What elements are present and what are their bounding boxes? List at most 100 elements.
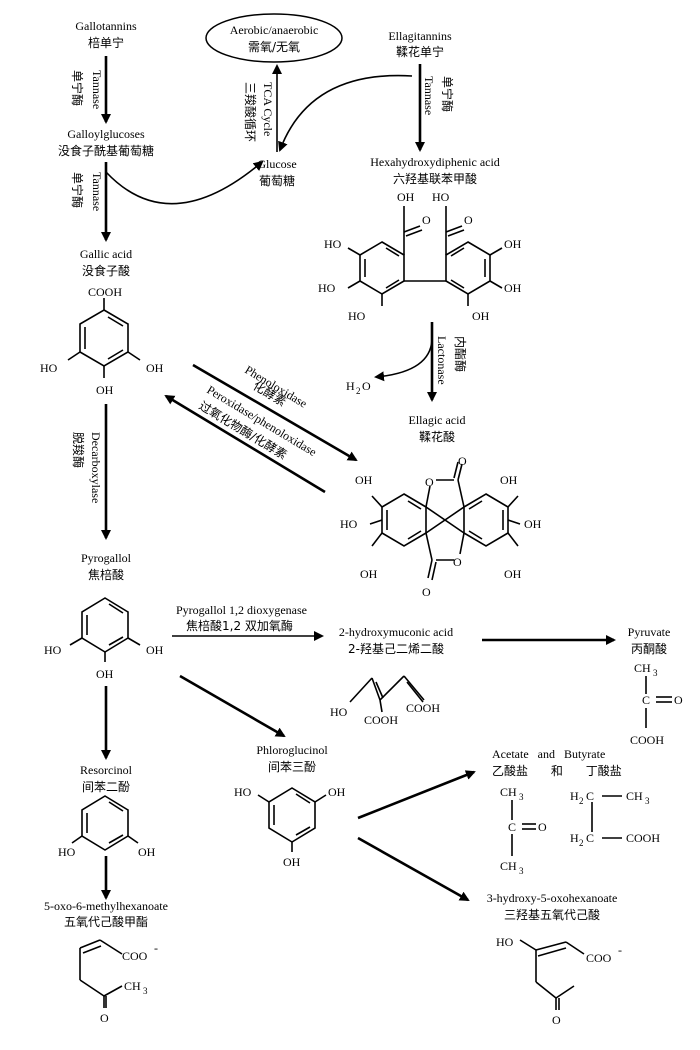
- gallic-cooh: COOH: [88, 285, 122, 299]
- tannase-label-2: Tannase: [90, 172, 104, 211]
- pyruvate-label: Pyruvate: [628, 625, 671, 639]
- muconic-ho: HO: [330, 705, 348, 719]
- ellagic-oh-right-2: OH: [524, 517, 542, 531]
- methylhexanoate-coo: COO: [122, 949, 148, 963]
- methylhexanoate-label-zh: 五氧代己酸甲酯: [64, 914, 148, 929]
- acetate-ch-bottom-sub: 3: [519, 866, 524, 876]
- glucose-label: Glucose: [257, 157, 296, 171]
- hydroxyoxohexanoate-label-zh: 三羟基五氧代己酸: [504, 907, 600, 922]
- hydroxyoxohexanoate-label: 3-hydroxy-5-oxohexanoate: [487, 891, 618, 905]
- pyrogallol-label: Pyrogallol: [81, 551, 132, 565]
- pyruvate-structure: [645, 676, 672, 728]
- svg-text:O: O: [362, 379, 371, 393]
- gallic-acid-structure: [67, 298, 141, 378]
- hhdp-ho-top-right: HO: [432, 190, 450, 204]
- methylhexanoate-structure: [79, 939, 123, 1008]
- gallotannins-label: Gallotannins: [75, 19, 137, 33]
- gallic-label: Gallic acid: [80, 247, 132, 261]
- methylhexanoate-ch: CH: [124, 979, 141, 993]
- tannase-label-3: Tannase: [422, 76, 436, 115]
- methylhexanoate-ch-sub: 3: [143, 986, 148, 996]
- muconic-cooh-1: COOH: [364, 713, 398, 727]
- resorcinol-label: Resorcinol: [80, 763, 133, 777]
- muconic-label-zh: 2-羟基己二烯二酸: [348, 641, 444, 656]
- methylhexanoate-label: 5-oxo-6-methylhexanoate: [44, 899, 168, 913]
- arrow-hhdp-water: [374, 339, 433, 382]
- acetate-ch-top-sub: 3: [519, 792, 524, 802]
- acetate-o: O: [538, 820, 547, 834]
- hhdp-oh-1: OH: [504, 237, 522, 251]
- ellagic-o-top: O: [458, 454, 467, 468]
- pyruvate-ch-sub: 3: [653, 668, 658, 678]
- arrow-ellagic-gallic: [164, 394, 326, 494]
- phloroglucinol-label-zh: 间苯三酚: [268, 760, 316, 774]
- ellagitannins-label: Ellagitannins: [388, 29, 452, 43]
- decarboxylase-label-zh: 脱羧酶: [71, 432, 86, 468]
- butyrate-h-top: H: [570, 789, 579, 803]
- hhdp-ho-3: HO: [348, 309, 366, 323]
- butyrate-structure: [591, 795, 622, 839]
- phloroglucinol-ho: HO: [234, 785, 252, 799]
- muconic-label: 2-hydroxymuconic acid: [339, 625, 453, 639]
- galloylglucoses-label: Galloylglucoses: [67, 127, 145, 141]
- acetate-ch-top: CH: [500, 785, 517, 799]
- phloroglucinol-oh-bottom: OH: [283, 855, 301, 869]
- hhdp-ho-2: HO: [318, 281, 336, 295]
- dioxygenase-label: Pyrogallol 1,2 dioxygenase: [176, 603, 307, 617]
- ellagic-o-bottom: O: [422, 585, 431, 599]
- ellagic-oh-left-1: OH: [355, 473, 373, 487]
- butyrate-ch3-sub: 3: [645, 796, 650, 806]
- arrow-gallic-ellagic: [192, 363, 358, 462]
- tannase-label-2-zh: 单宁酶: [70, 172, 85, 208]
- butyrate-c-top: C: [586, 789, 594, 803]
- glucose-label-zh: 葡萄糖: [259, 173, 295, 188]
- dioxygenase-label-zh: 焦棓酸1,2 双加氧酶: [186, 618, 293, 633]
- hydroxyoxohexanoate-charge: -: [618, 943, 622, 957]
- pyruvate-c: C: [642, 693, 650, 707]
- aerobic-anaerobic-node: Aerobic/anaerobic 需氧/无氧: [205, 13, 343, 63]
- muconic-cooh-2: COOH: [406, 701, 440, 715]
- aerobic-label-zh: 需氧/无氧: [248, 40, 300, 54]
- butyrate-ch3: CH: [626, 789, 643, 803]
- pyruvate-label-zh: 丙酮酸: [631, 641, 667, 656]
- gallic-label-zh: 没食子酸: [82, 263, 130, 278]
- hhdp-oh-3: OH: [472, 309, 490, 323]
- methylhexanoate-o: O: [100, 1011, 109, 1025]
- svg-text:H: H: [346, 379, 355, 393]
- aerobic-label: Aerobic/anaerobic: [230, 23, 319, 37]
- hhdp-ho-1: HO: [324, 237, 342, 251]
- svg-text:2: 2: [356, 386, 361, 396]
- arrow-phloroglucinol-hydroxyhexanoate: [357, 836, 470, 902]
- resorcinol-structure: [71, 795, 139, 851]
- butyrate-c-bottom: C: [586, 831, 594, 845]
- butyrate-h-bottom-sub: 2: [579, 838, 584, 848]
- butyrate-h-bottom: H: [570, 831, 579, 845]
- pyrogallol-ho: HO: [44, 643, 62, 657]
- ellagic-oh-left-3: OH: [360, 567, 378, 581]
- hhdp-o-right: O: [464, 213, 473, 227]
- acetate-c: C: [508, 820, 516, 834]
- ellagic-oh-right-1: OH: [500, 473, 518, 487]
- muconic-structure: [349, 675, 425, 713]
- arrow-phloroglucinol-acetate: [357, 770, 476, 820]
- hydroxyoxohexanoate-structure: [519, 939, 585, 1010]
- butyrate-cooh: COOH: [626, 831, 660, 845]
- pyrogallol-label-zh: 焦棓酸: [88, 567, 124, 582]
- decarboxylase-label: Decarboxylase: [89, 432, 103, 503]
- ellagic-label-zh: 鞣花酸: [419, 429, 455, 444]
- methylhexanoate-charge: -: [154, 941, 158, 955]
- phloroglucinol-structure: [257, 787, 327, 852]
- lactonase-label: Lactonase: [435, 336, 449, 385]
- ellagic-o-ring-bottom: O: [453, 555, 462, 569]
- hydroxyoxohexanoate-o: O: [552, 1013, 561, 1027]
- hhdp-o-left: O: [422, 213, 431, 227]
- tannase-label-1-zh: 单宁酶: [70, 70, 85, 106]
- tannase-label-1: Tannase: [90, 70, 104, 109]
- acetate-butyrate-label: Acetate and Butyrate: [492, 747, 605, 761]
- arrow-ellagitannins-glucose: [278, 74, 413, 152]
- resorcinol-oh: OH: [138, 845, 156, 859]
- pyrogallol-oh-bottom: OH: [96, 667, 114, 681]
- ellagic-ho-left-2: HO: [340, 517, 358, 531]
- arrow-galloylglucoses-glucose: [105, 160, 264, 205]
